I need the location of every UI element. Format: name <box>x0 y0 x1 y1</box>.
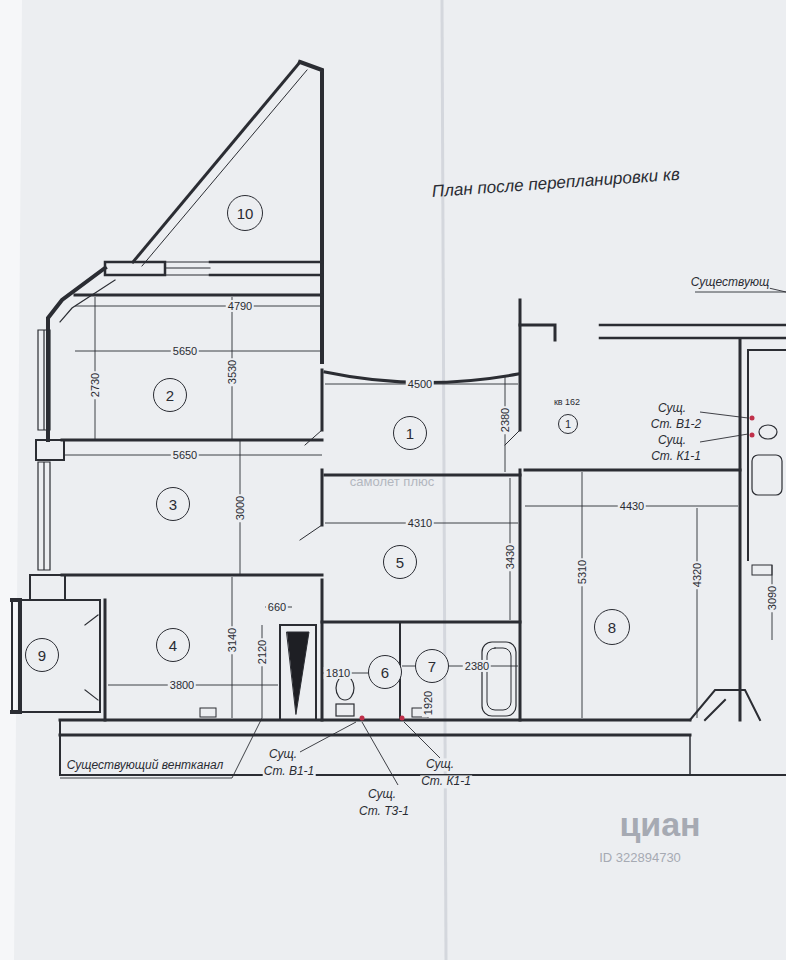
riser-note: Ст. К1-1 <box>650 450 702 463</box>
dimension-label: 4790 <box>226 300 254 312</box>
room-number: 4 <box>169 638 177 653</box>
room-number-circle: 2 <box>153 378 187 412</box>
riser-note: Ст. К1-1 <box>420 775 472 788</box>
dimension-label: 3530 <box>226 358 238 386</box>
room-number: 1 <box>406 426 414 441</box>
room-number-circle: 1 <box>393 416 427 450</box>
room-number-circle: 8 <box>594 609 630 645</box>
dimension-label: 3430 <box>504 543 516 571</box>
room-number-circle: 10 <box>227 195 263 231</box>
riser-note: Сущ. <box>657 434 687 447</box>
room-number: 5 <box>396 555 404 570</box>
room-number: 7 <box>428 659 436 674</box>
riser-note: Ст. Т3-1 <box>358 805 410 818</box>
riser-note: Сущ. <box>268 748 298 761</box>
room-number: 9 <box>38 648 46 663</box>
room-number: 8 <box>608 620 616 635</box>
dimension-label: 3090 <box>766 584 778 612</box>
riser-note: Существующ <box>690 276 770 289</box>
room-number-circle: 9 <box>25 638 59 672</box>
dimension-label: 1920 <box>422 689 434 717</box>
room-number-circle: 6 <box>368 655 402 689</box>
watermark: самолет плюс <box>350 475 434 489</box>
dimension-label: 5650 <box>171 449 199 461</box>
apartment-label: кв 162 <box>554 398 580 408</box>
dimension-label: 3140 <box>226 626 238 654</box>
dimension-label: 4310 <box>406 517 434 529</box>
room-number: 1 <box>565 419 571 430</box>
riser-note: Сущ. <box>657 402 687 415</box>
dimension-label: 2380 <box>499 406 511 434</box>
riser-note: Сущ. <box>425 758 455 771</box>
riser-note: Сущ. <box>367 788 397 801</box>
riser-note: Ст. В1-1 <box>263 765 316 778</box>
dimension-label: 2120 <box>256 638 268 666</box>
dimension-label: 3000 <box>234 494 246 522</box>
riser-note: Ст. В1-2 <box>650 418 703 431</box>
room-number-circle: 5 <box>383 545 417 579</box>
dimension-label: 4320 <box>691 561 703 589</box>
room-number-circle: 7 <box>415 649 449 683</box>
dimension-label: 5650 <box>171 345 199 357</box>
watermark: циан <box>619 806 700 843</box>
dimension-label: 660 <box>266 601 288 613</box>
dimension-label: 2380 <box>463 660 491 672</box>
room-number: 3 <box>169 497 177 512</box>
room-number-circle: 1 <box>558 414 578 434</box>
dimension-label: 2730 <box>89 371 101 399</box>
dimension-label: 1810 <box>324 667 352 679</box>
watermark: ID 322894730 <box>599 851 681 865</box>
room-number-circle: 3 <box>156 487 190 521</box>
dimension-label: 4430 <box>618 500 646 512</box>
room-number-circle: 4 <box>156 628 190 662</box>
dimension-label: 3800 <box>168 679 196 691</box>
room-number: 2 <box>166 388 174 403</box>
dimension-label: 4500 <box>406 378 434 390</box>
riser-note: Существующий вентканал <box>66 759 225 772</box>
room-number: 10 <box>237 206 254 221</box>
dimension-label: 5310 <box>576 558 588 586</box>
room-number: 6 <box>381 665 389 680</box>
